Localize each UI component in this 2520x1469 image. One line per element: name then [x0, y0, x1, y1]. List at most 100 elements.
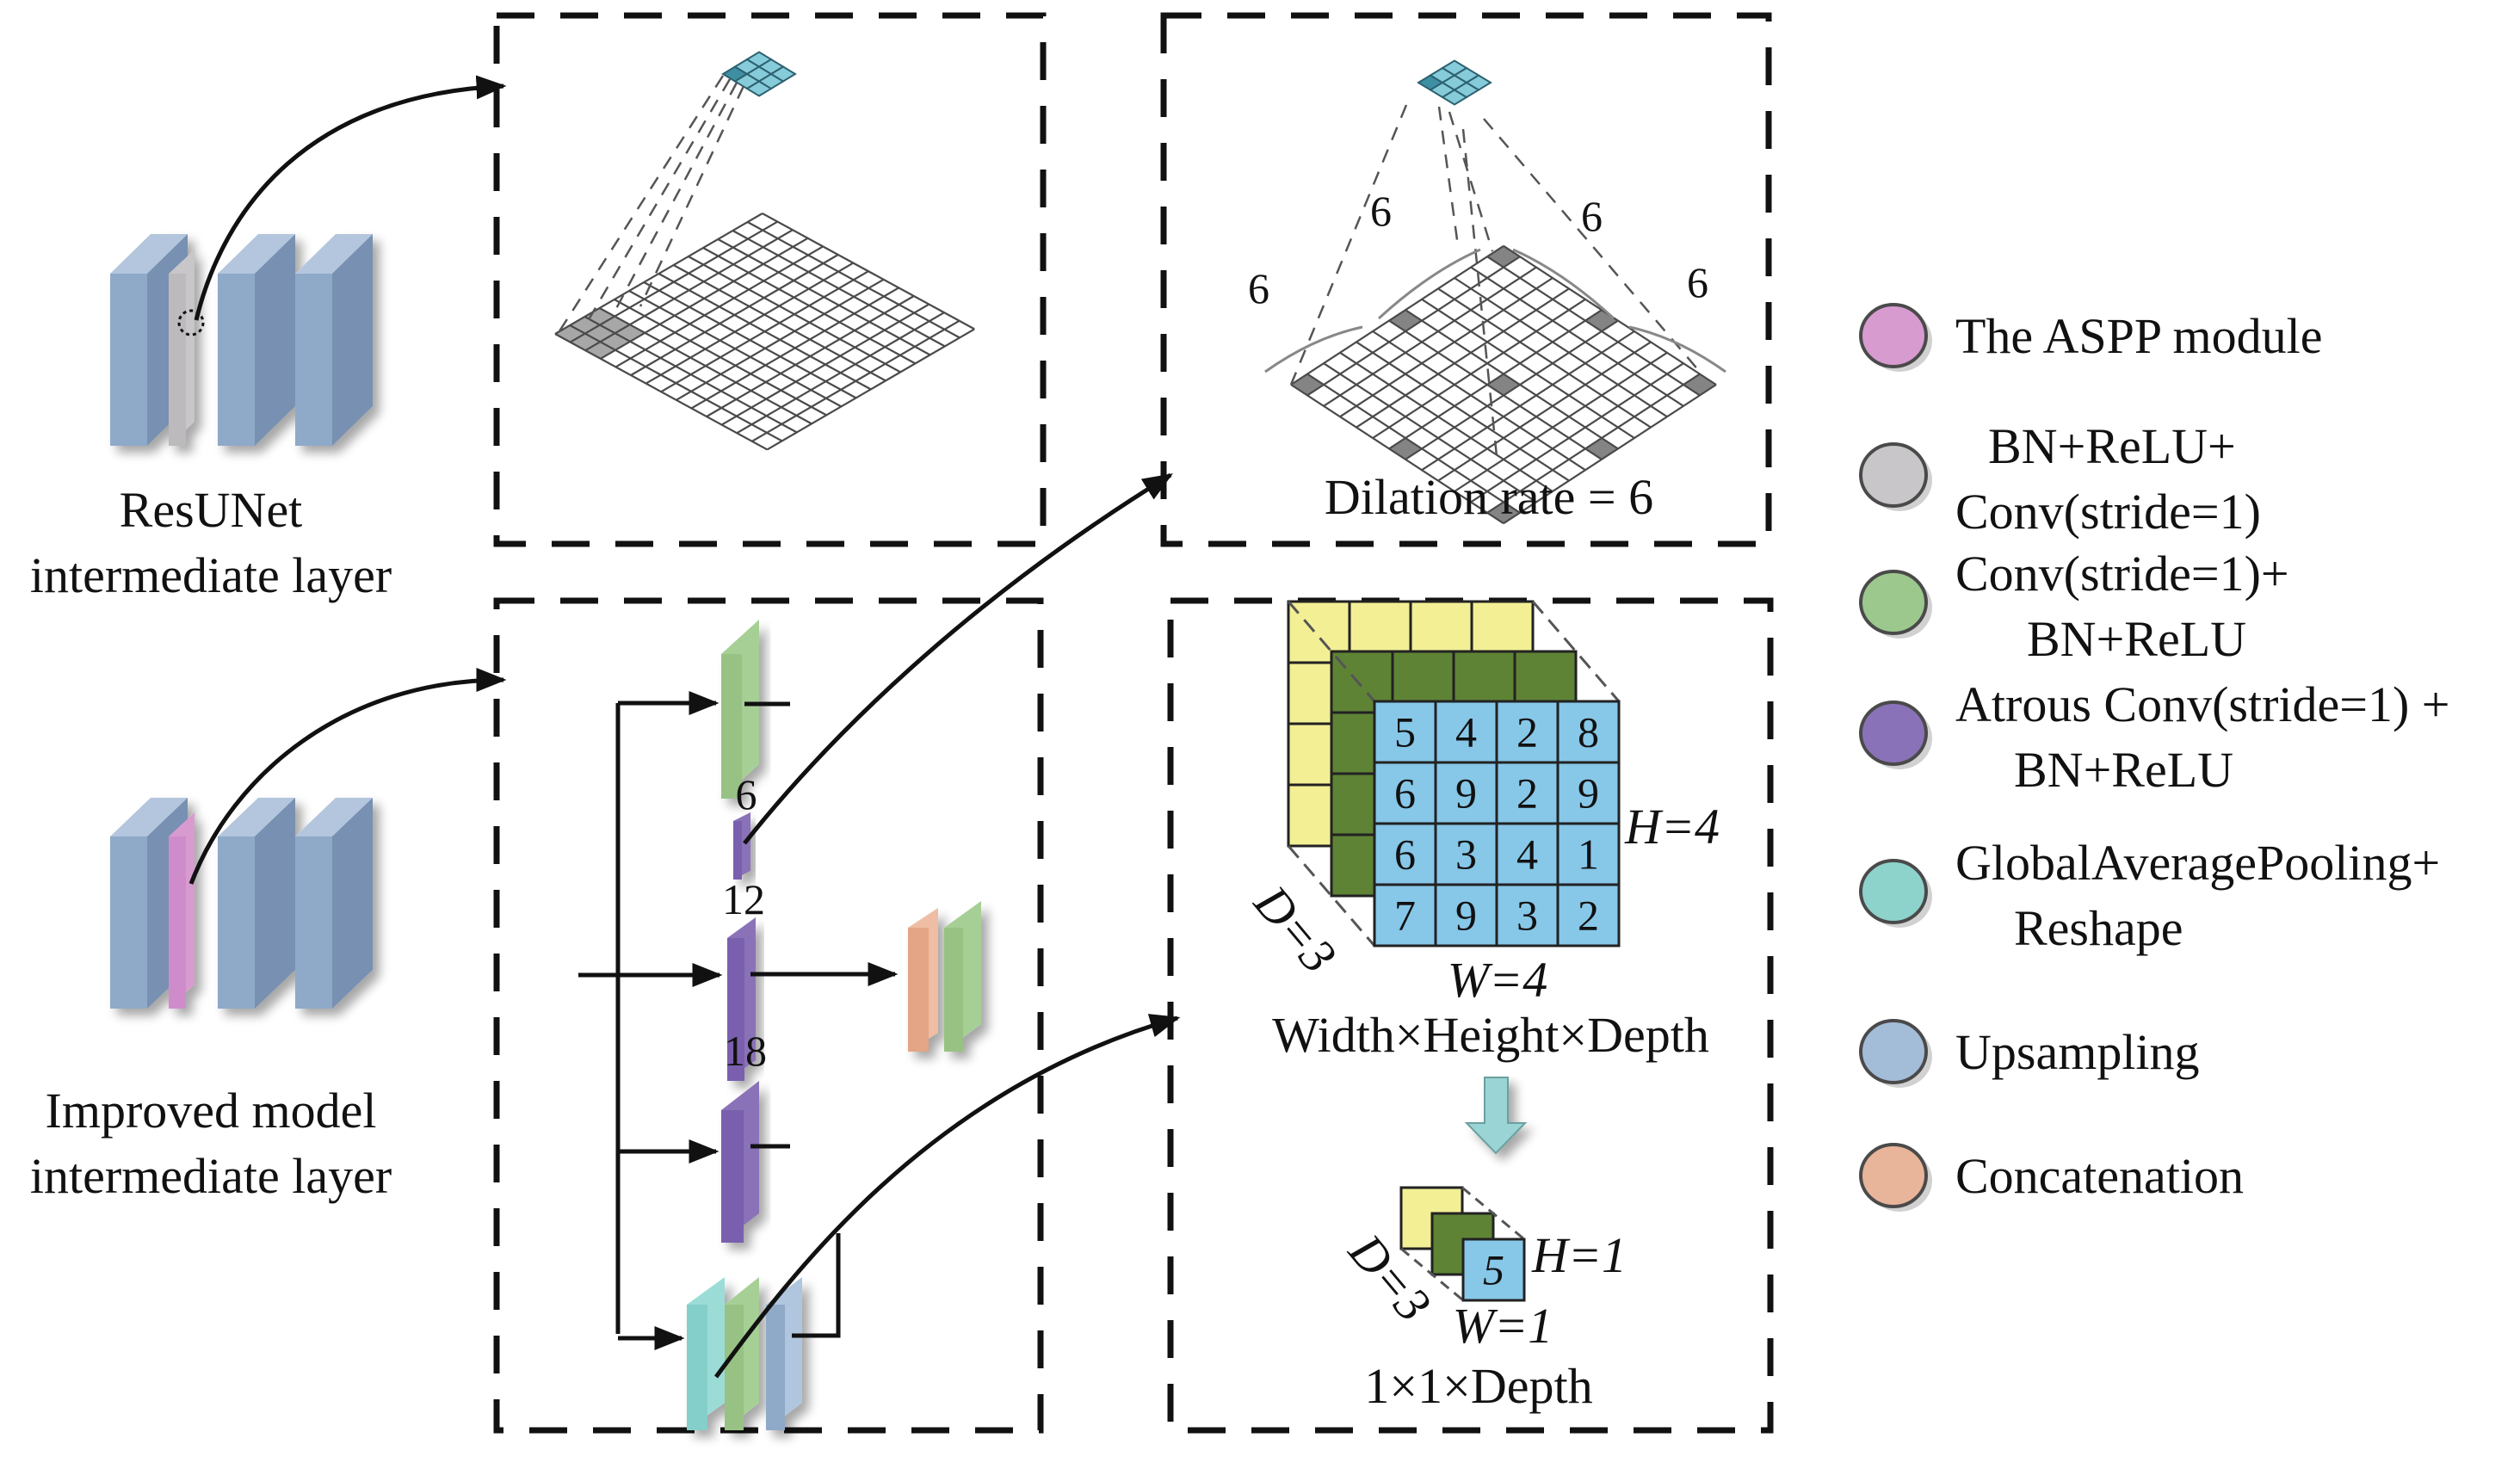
cell-value: 2	[1516, 769, 1538, 818]
cell-value: 9	[1455, 892, 1477, 940]
tensor-cell	[1373, 883, 1437, 947]
legend-swatch	[1859, 1143, 1928, 1208]
legend-swatch	[1859, 303, 1928, 368]
cell-value: 9	[1578, 769, 1599, 818]
grid-line	[1388, 309, 1603, 450]
tensor-cell	[1434, 883, 1498, 947]
resunet-label-line1: ResUNet	[120, 482, 303, 538]
legend-item: The ASPP module	[1859, 303, 2322, 372]
down-arrow-icon	[1464, 1077, 1528, 1155]
w-label-output: W=1	[1453, 1298, 1553, 1354]
dilated-sample-cell	[1389, 438, 1422, 460]
pool-to-gap-arrow	[713, 1014, 1181, 1379]
cell-value: 2	[1578, 892, 1599, 940]
grid-line	[1372, 298, 1586, 439]
improved-layer-stack	[110, 798, 373, 1009]
legend-item: GlobalAveragePooling+Reshape	[1859, 835, 2440, 956]
h-label-input: H=4	[1624, 799, 1720, 855]
legend-swatch	[1859, 1019, 1928, 1084]
standard-conv-illustration	[554, 51, 975, 451]
h-label-output: H=1	[1531, 1227, 1627, 1283]
grid-line	[1306, 256, 1521, 397]
grid-line	[1470, 362, 1684, 503]
projection-line	[584, 78, 732, 326]
grid-line	[1437, 341, 1652, 482]
feature-block	[295, 798, 373, 1009]
improved-label-line1: Improved model	[46, 1083, 377, 1139]
grid-line	[1323, 266, 1537, 407]
atrous-conv-rate18-slab	[721, 1081, 759, 1243]
projection-line	[1437, 106, 1460, 247]
pooling-branch-slabs	[687, 1277, 802, 1430]
spacing-brace	[1628, 325, 1726, 373]
projection-line	[1461, 128, 1499, 466]
legend-label: BN+ReLU	[2014, 742, 2233, 798]
dilated-conv-panel	[1160, 12, 1772, 547]
tensor-cell	[1556, 700, 1621, 764]
projection-line	[1448, 111, 1494, 252]
grid-line	[751, 319, 960, 442]
legend-label: Reshape	[2014, 900, 2183, 956]
output-tensor-1x1x3: 5	[1399, 1186, 1526, 1302]
depth-edge	[1287, 845, 1376, 947]
grid-line	[1290, 244, 1504, 386]
grid-line	[1503, 384, 1717, 525]
depth-edge	[1531, 601, 1621, 702]
kernel-cell	[769, 65, 797, 83]
grid-line	[1486, 256, 1701, 397]
legend-item: BN+ReLU+Conv(stride=1)	[1859, 418, 2261, 540]
resunet-to-conv-arrow	[194, 75, 507, 321]
grid-line	[717, 238, 931, 356]
grid-line	[1339, 351, 1553, 492]
legend-item: Atrous Conv(stride=1) +BN+ReLU	[1859, 676, 2449, 798]
legend-label: Upsampling	[1955, 1024, 2200, 1080]
legend-item: Upsampling	[1859, 1019, 2200, 1088]
grid-line	[1437, 287, 1652, 429]
grid-line	[1421, 330, 1635, 472]
rate6-to-dilated-arrow	[743, 472, 1173, 845]
cell-value: 4	[1455, 708, 1477, 756]
cell-value: 9	[1455, 769, 1477, 818]
tensor-cell	[1495, 883, 1560, 947]
feature-block	[218, 798, 295, 1009]
standard-conv-panel	[493, 12, 1047, 547]
spacing-label: 6	[1248, 264, 1269, 312]
grid-line	[1323, 362, 1537, 503]
legend-swatch	[1859, 859, 1928, 924]
front-cell	[1461, 1238, 1526, 1302]
output-tensor-caption: 1×1×Depth	[1364, 1358, 1592, 1414]
conv-1x1-slab	[721, 620, 759, 799]
bn-relu-conv-slice	[169, 250, 195, 446]
grid-line	[1454, 277, 1668, 418]
aspp-branches: 6 12 18	[578, 620, 981, 1430]
grid-line	[736, 312, 945, 435]
grid-line	[747, 221, 960, 339]
grid-line	[1454, 351, 1668, 492]
grid-line	[1405, 319, 1619, 460]
dilated-conv-illustration	[1264, 59, 1726, 525]
tensor-cell	[1373, 700, 1437, 764]
grid-line	[660, 270, 869, 393]
legend-swatch	[1859, 442, 1928, 508]
depth-edge	[1461, 1186, 1525, 1241]
cell-value: 7	[1394, 892, 1416, 940]
dilation-rate-caption: Dilation rate = 6	[1325, 469, 1653, 525]
grid-line	[732, 230, 946, 348]
pool-output-line	[792, 1233, 841, 1338]
kernel-cell	[1465, 74, 1492, 91]
grid-line	[676, 278, 885, 401]
dilated-sample-cell	[1291, 373, 1324, 396]
spacing-brace	[1512, 248, 1615, 320]
tensor-cell	[1556, 822, 1621, 886]
grid-line	[762, 213, 975, 330]
grid-line	[1356, 341, 1570, 482]
grid-line	[673, 264, 886, 382]
input-tensor-caption: Width×Height×Depth	[1272, 1007, 1709, 1063]
cell-value: 8	[1578, 708, 1599, 756]
tensor-cell	[1495, 761, 1560, 825]
depth-edge	[1287, 601, 1376, 702]
grid-line	[1372, 330, 1586, 472]
tensor-cell	[1556, 761, 1621, 825]
